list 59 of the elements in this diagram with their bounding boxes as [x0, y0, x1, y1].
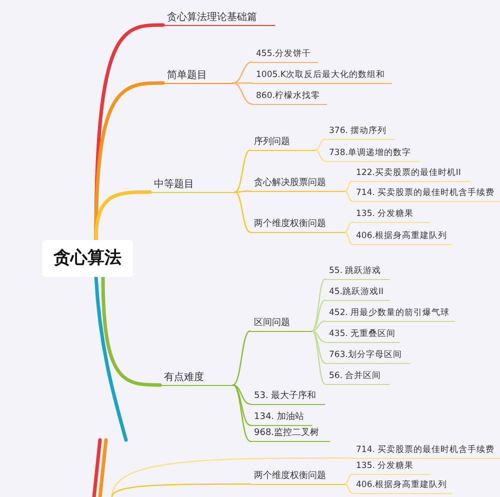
topic-label: 有点难度	[160, 372, 233, 386]
branch-line	[311, 320, 326, 332]
topic-label: 序列问题	[250, 137, 315, 151]
branch-line	[232, 61, 253, 84]
branch-line	[344, 473, 353, 485]
topic-label: 714. 买卖股票的最佳时机含手续费	[352, 445, 500, 459]
branch-line	[94, 81, 165, 242]
branch-line	[234, 149, 251, 193]
branch-line	[232, 384, 251, 442]
branch-line	[101, 275, 162, 387]
branch-line	[94, 190, 152, 242]
topic-label: 738.单调递增的数字	[325, 148, 420, 162]
topic-label: 区间问题	[250, 318, 312, 332]
branch-line	[111, 483, 251, 497]
branch-line	[311, 278, 326, 332]
topic-label: 135. 分发糖果	[352, 209, 430, 223]
topic-label: 435. 无重叠区间	[325, 329, 400, 343]
topic-label: 376. 摆动序列	[325, 126, 395, 140]
topic-label: 中等题目	[150, 179, 235, 193]
topic-label: 1005.K次取反后最大化的数组和	[252, 70, 392, 84]
topic-label: 455.分发饼干	[252, 49, 318, 63]
topic-label: 两个维度权衡问题	[250, 219, 345, 233]
branch-line	[314, 138, 326, 151]
topic-label: 452. 用最少数量的箭引爆气球	[325, 308, 455, 322]
branch-line	[311, 330, 326, 364]
topic-label: 406.根据身高重建队列	[352, 480, 452, 494]
branch-line	[234, 191, 251, 233]
topic-label: 714. 买卖股票的最佳时机含手续费	[352, 188, 500, 202]
topic-label: 122.买卖股票的最佳时机II	[352, 168, 470, 182]
branch-line	[234, 190, 251, 193]
branch-line	[111, 457, 353, 497]
branch-line	[232, 384, 251, 405]
branch-line	[232, 82, 253, 84]
branch-line	[314, 149, 326, 162]
topic-label: 56. 合并区间	[325, 371, 390, 385]
branch-line	[311, 299, 326, 332]
branch-line	[311, 330, 326, 343]
topic-label: 860.柠檬水找零	[252, 91, 327, 105]
topic-label: 134. 加油站	[250, 412, 312, 426]
topic-label: 406.根据身高重建队列	[352, 231, 452, 245]
root-topic-box: 贪心算法	[42, 240, 133, 277]
topic-label: 968.监控二叉树	[250, 428, 330, 442]
branch-line	[344, 180, 353, 192]
topic-label: 55. 跳跃游戏	[325, 266, 390, 280]
branch-line	[232, 82, 253, 105]
topic-label: 简单题目	[163, 70, 233, 84]
topic-label: 两个维度权衡问题	[250, 471, 345, 485]
branch-line	[344, 231, 353, 245]
topic-label: 贪心解决股票问题	[250, 178, 345, 192]
branch-line	[232, 330, 251, 386]
branch-line	[344, 483, 353, 494]
branch-line	[344, 190, 353, 202]
topic-label: 763.划分字母区间	[325, 350, 410, 364]
branch-line	[311, 330, 326, 385]
topic-label: 53. 最大子序和	[250, 391, 325, 405]
topic-label: 45.跳跃游戏II	[325, 287, 390, 301]
topic-label: 贪心算法理论基础篇	[163, 12, 275, 26]
topic-label: 135. 分发糖果	[352, 461, 430, 475]
branch-line	[344, 221, 353, 233]
